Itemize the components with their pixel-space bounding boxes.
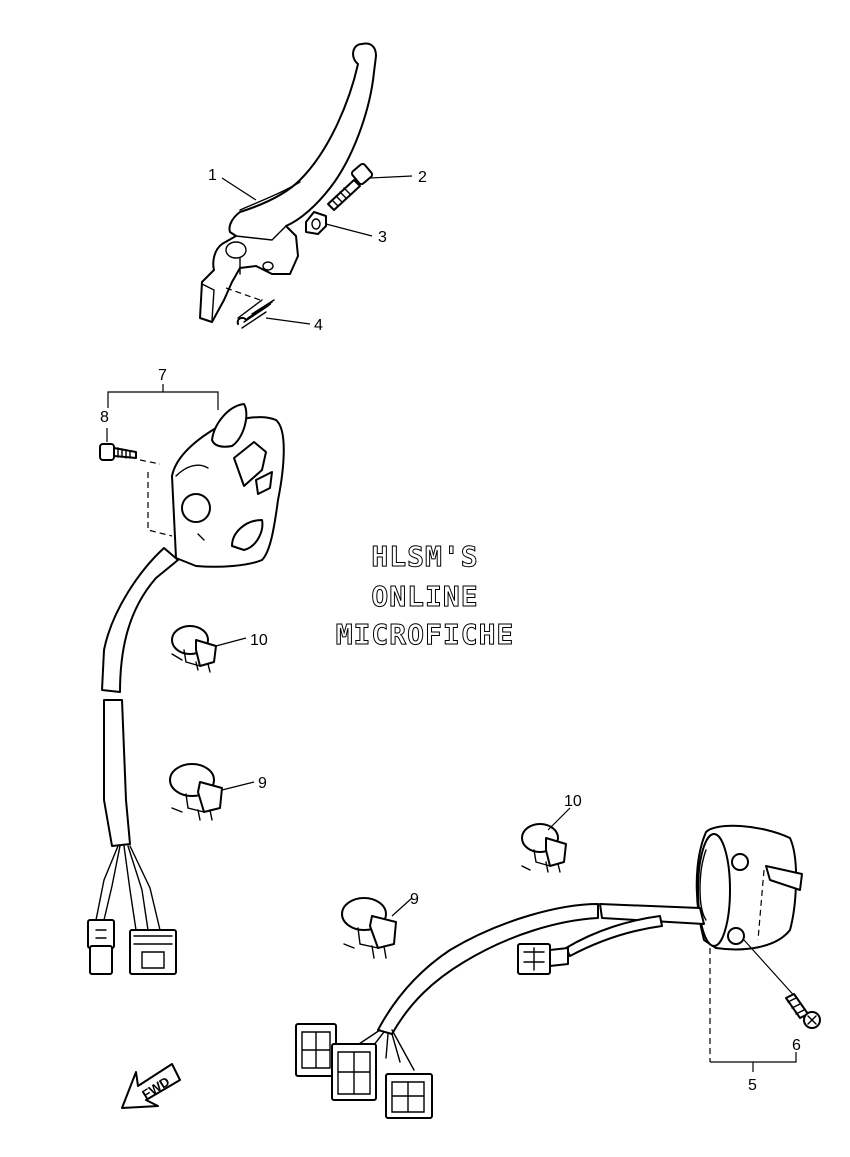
- connector-right-small: [517, 943, 569, 975]
- connector-right-c: [385, 1073, 433, 1119]
- watermark-line-2: ONLINE: [371, 580, 478, 613]
- callout-9-right: 9: [410, 891, 419, 908]
- clamp-9-right: [341, 897, 397, 959]
- forward-arrow-icon: FWD: [121, 1063, 181, 1109]
- callout-3: 3: [378, 229, 387, 246]
- clamp-10-right: [521, 823, 567, 873]
- callout-10-right: 10: [564, 793, 582, 810]
- clamp-9-left: [169, 763, 223, 821]
- callout-5: 5: [748, 1077, 757, 1094]
- callout-8: 8: [100, 409, 109, 426]
- callout-7: 7: [158, 367, 167, 384]
- connector-right-a: [295, 1023, 337, 1077]
- callout-1: 1: [208, 167, 217, 184]
- clamp-10-left: [171, 625, 217, 673]
- callout-9-left: 9: [258, 775, 267, 792]
- screw-6: [743, 939, 821, 1029]
- connector-right-b: [331, 1043, 377, 1101]
- right-switch-cable: [355, 903, 705, 1071]
- callout-4: 4: [314, 317, 323, 334]
- watermark-line-3: MICROFICHE: [336, 618, 515, 651]
- lever-bolt: [327, 162, 374, 211]
- callout-10-left: 10: [250, 632, 268, 649]
- connector-large-left: [129, 929, 177, 975]
- callout-6: 6: [792, 1037, 801, 1054]
- watermark-line-1: HLSM'S: [371, 540, 478, 573]
- lever-nut: [305, 211, 327, 235]
- right-handlebar-switch: [695, 824, 803, 951]
- connector-small-left: [87, 919, 115, 975]
- clutch-lever: [199, 42, 377, 323]
- callout-2: 2: [418, 169, 427, 186]
- left-switch-cable: [95, 547, 179, 931]
- lever-spring: [225, 287, 275, 329]
- left-handlebar-switch: [171, 403, 285, 568]
- screw-8: [99, 443, 137, 461]
